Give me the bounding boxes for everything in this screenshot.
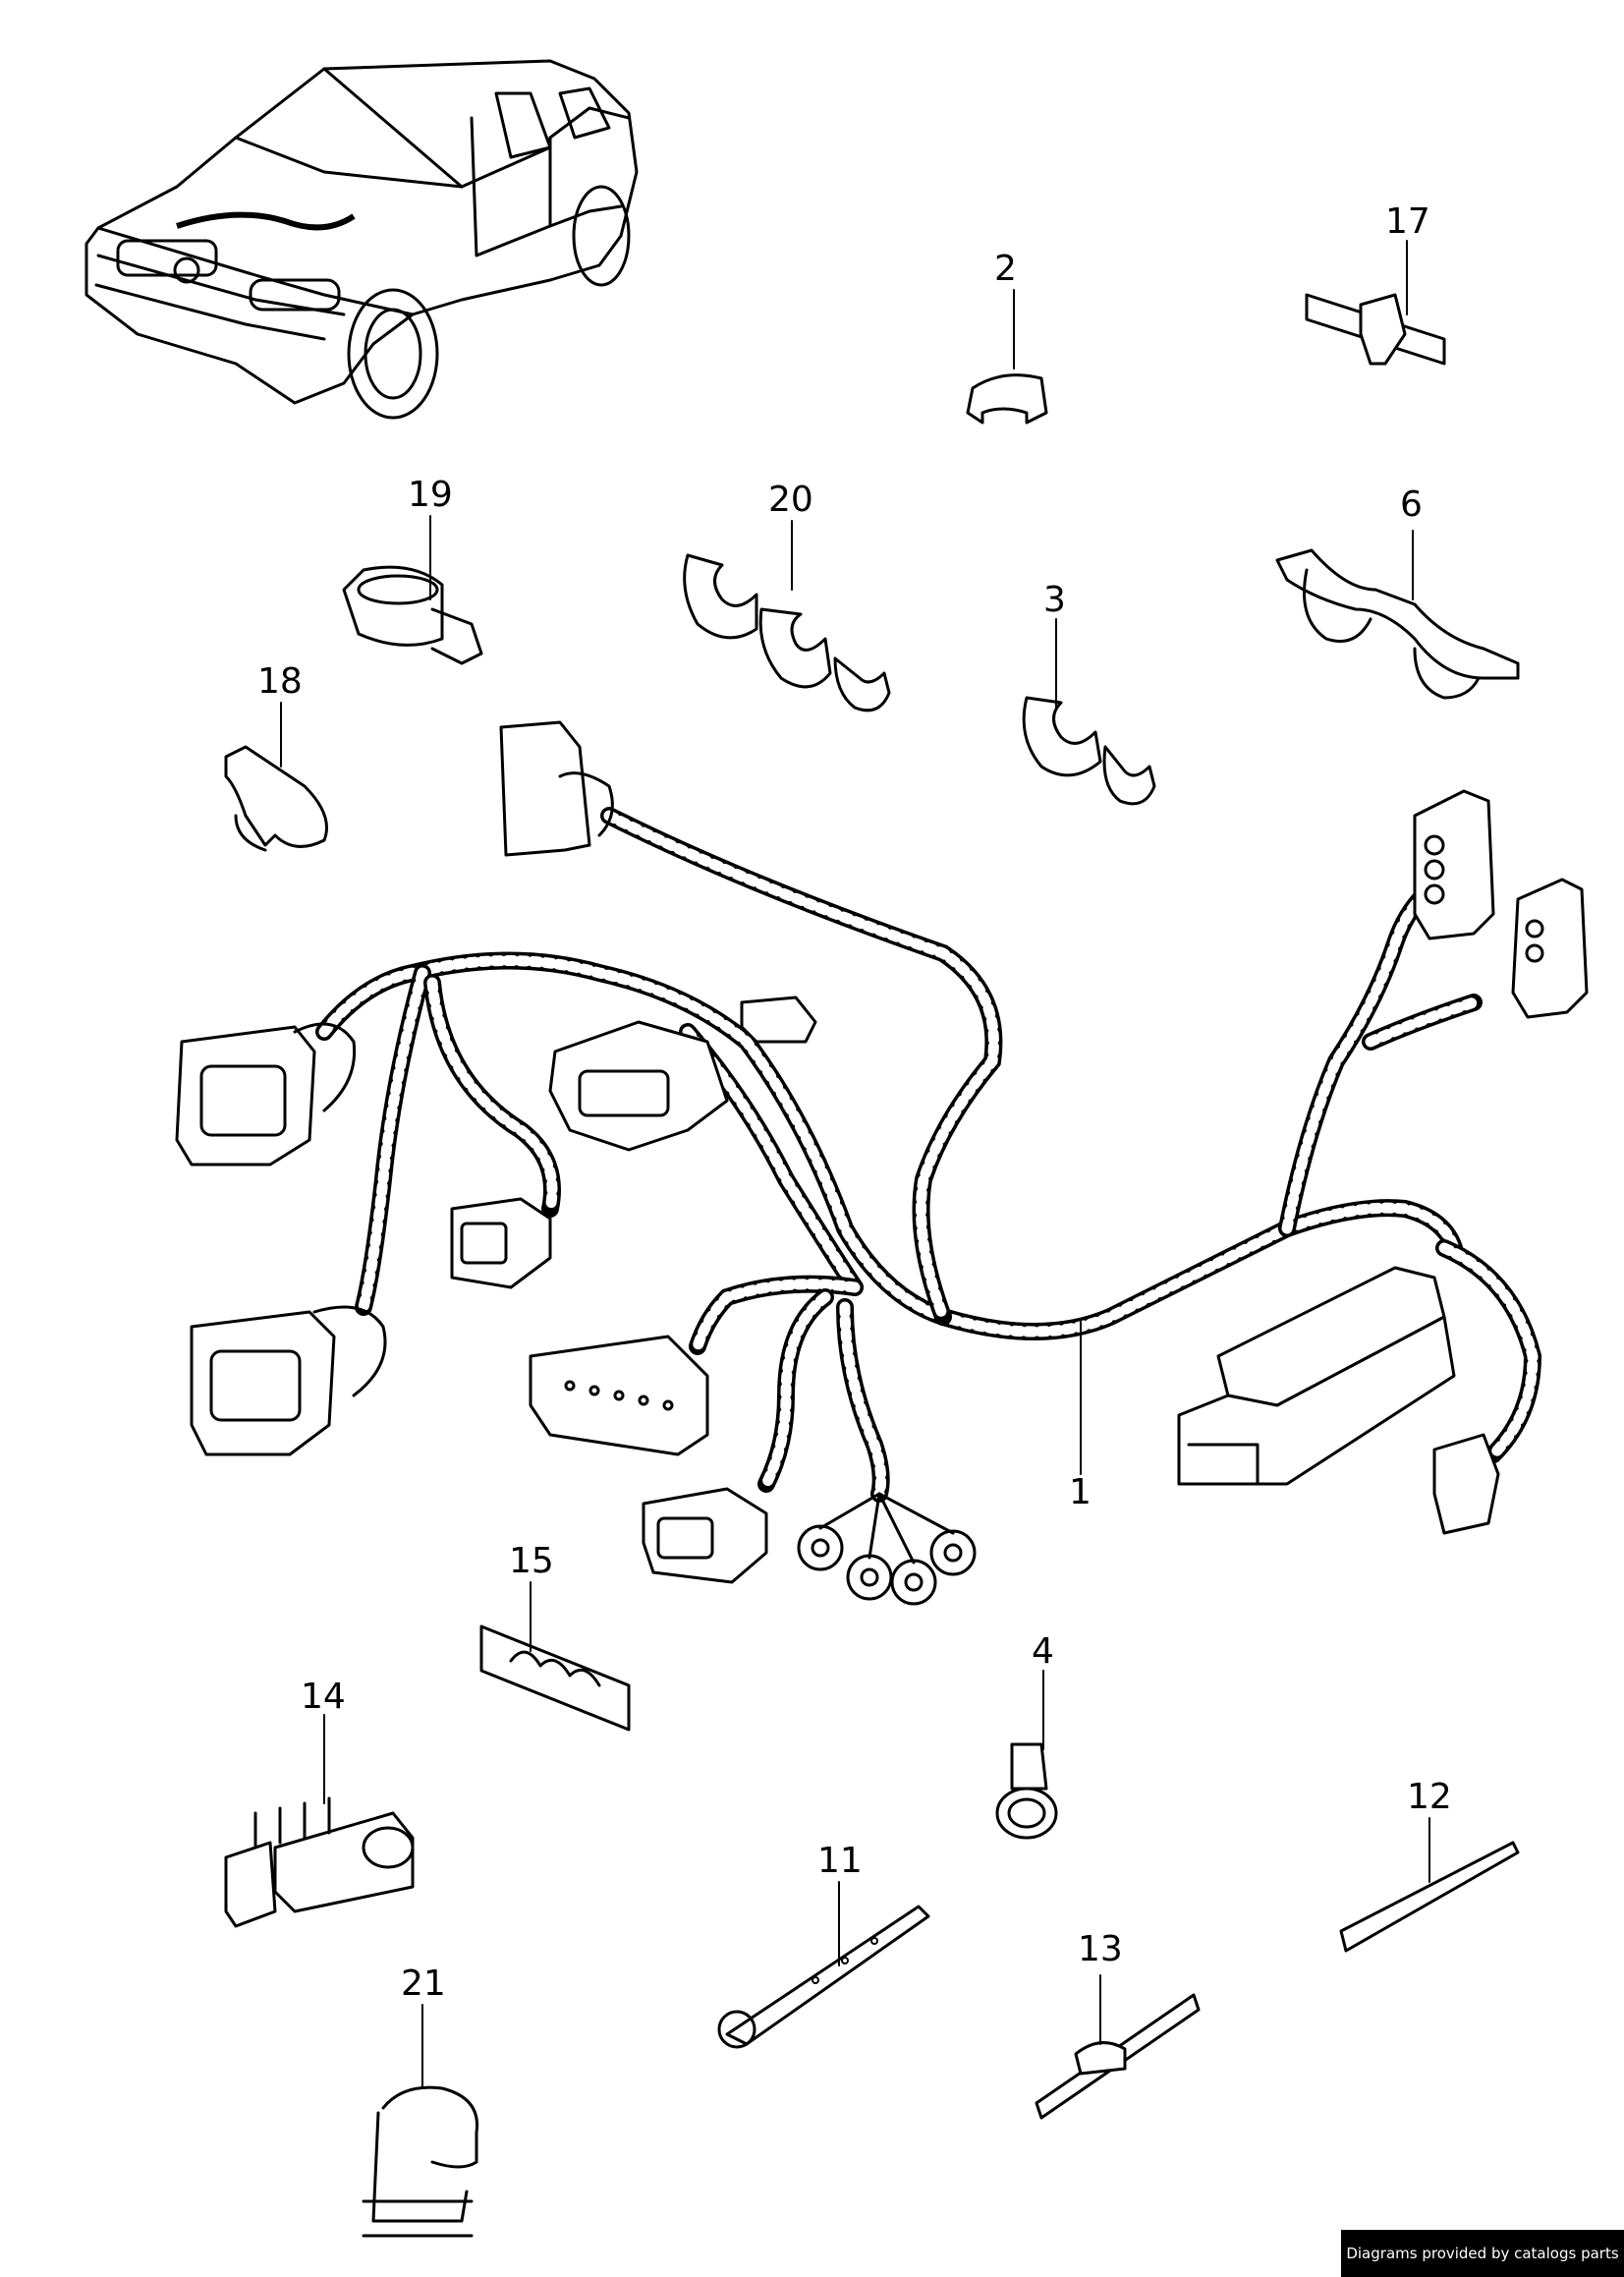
- part-label-15: 15: [509, 1541, 554, 1581]
- part-label-18: 18: [257, 661, 303, 702]
- part-label-14: 14: [301, 1677, 346, 1717]
- harness-fuse-box: [1177, 1266, 1456, 1486]
- part-4-hose-clip: [995, 1742, 1058, 1840]
- harness-connector-lower-small: [642, 1487, 768, 1584]
- part-label-3: 3: [1043, 580, 1066, 620]
- part-14-connector-block: [224, 1796, 415, 1928]
- harness-bundle: [315, 807, 1542, 1503]
- part-6-double-holder: [1275, 548, 1520, 700]
- part-19-pipe-clip: [342, 565, 483, 665]
- part-1-wiring-harness: [175, 720, 1589, 1606]
- part-label-20: 20: [768, 480, 813, 520]
- part-11-cable-tie-anchor: [717, 1905, 930, 2049]
- harness-ring-terminals: [797, 1492, 977, 1606]
- part-20-triple-clip: [683, 553, 891, 712]
- part-label-4: 4: [1032, 1631, 1054, 1672]
- harness-connector-top-right: [1413, 789, 1495, 940]
- vehicle-illustration: [84, 59, 639, 420]
- part-12-cable-tie: [1339, 1841, 1520, 1953]
- part-label-12: 12: [1407, 1777, 1452, 1817]
- part-label-1: 1: [1069, 1472, 1092, 1512]
- part-13-edge-clip: [1035, 1993, 1201, 2120]
- harness-connector-small-center: [450, 1197, 552, 1289]
- part-label-6: 6: [1400, 484, 1423, 525]
- part-label-2: 2: [994, 249, 1017, 289]
- part-17-strap-clip: [1305, 293, 1446, 366]
- harness-connector-left-lower: [190, 1305, 387, 1456]
- part-18-cable-clip: [224, 745, 328, 852]
- part-label-13: 13: [1078, 1929, 1123, 1969]
- credit-footer: Diagrams provided by catalogs parts: [1341, 2230, 1624, 2277]
- harness-connector-bottom-right: [1432, 1433, 1500, 1535]
- part-label-21: 21: [401, 1964, 446, 2004]
- part-2-clip-ring: [966, 373, 1048, 425]
- part-label-17: 17: [1385, 201, 1430, 242]
- part-label-11: 11: [817, 1841, 863, 1881]
- part-label-19: 19: [408, 475, 453, 515]
- leader-lines: [280, 240, 1430, 2089]
- harness-connector-middle-flat: [548, 996, 817, 1152]
- part-21-edge-clip: [362, 2085, 479, 2238]
- harness-connector-multipin: [529, 1335, 709, 1456]
- part-3-double-clip: [1022, 696, 1156, 806]
- harness-connector-top: [499, 720, 614, 857]
- harness-connector-left-upper: [175, 1022, 357, 1167]
- part-15-strip-holder: [479, 1624, 631, 1732]
- harness-connector-right: [1511, 878, 1589, 1019]
